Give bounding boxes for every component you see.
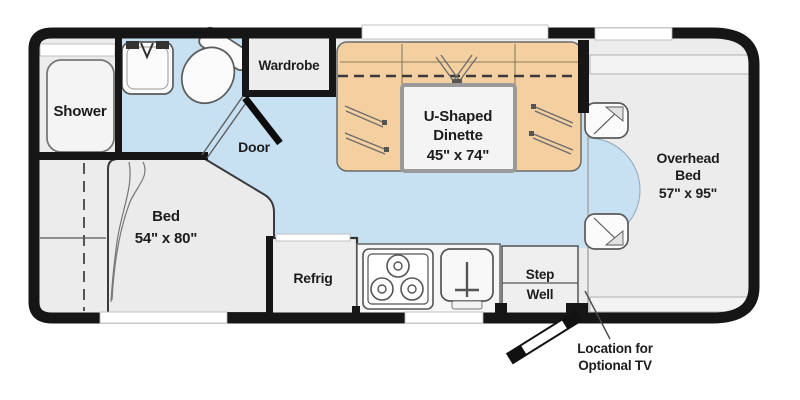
overhead-bed-dimensions: 57" x 95" (659, 185, 717, 201)
cab-seat-passenger (584, 102, 629, 139)
step-well-label-line1: Step (526, 267, 554, 282)
bedside-cabinet (40, 163, 106, 311)
outer-wall (28, 27, 760, 324)
wardrobe-label: Wardrobe (259, 58, 321, 73)
step-well (501, 245, 579, 315)
faucet-icon (140, 42, 154, 60)
bathroom-sink (121, 41, 174, 95)
bathroom-door-leaf (242, 95, 283, 146)
dinette-label-line2: Dinette (433, 127, 482, 144)
tv-note-line2: Optional TV (578, 358, 652, 373)
cab-window-top (594, 27, 673, 41)
u-shaped-dinette (336, 41, 582, 173)
cab-dash-edge (589, 296, 751, 313)
shower-label: Shower (54, 103, 107, 120)
bed-label: Bed (152, 208, 180, 225)
entry-door (505, 309, 583, 365)
overhead-bunk-edge (589, 54, 751, 75)
dinette-label-line1: U-Shaped (424, 108, 492, 125)
dinette-slideout-window (361, 24, 549, 40)
bath-shelf (39, 43, 116, 57)
bed-dimensions: 54" x 80" (135, 230, 198, 247)
bedroom-window (99, 311, 228, 324)
kitchen-sink (440, 248, 494, 310)
cab-seat-driver (584, 213, 629, 250)
dinette-dimensions: 45" x 74" (427, 147, 490, 164)
stove (362, 248, 434, 310)
kitchen-counter (356, 243, 501, 315)
overhead-bed-label-line1: Overhead (657, 150, 720, 166)
tv-note-line1: Location for (577, 341, 654, 356)
refrigerator (268, 233, 359, 319)
bathroom-door (201, 95, 283, 159)
kitchen-window (404, 311, 484, 324)
dinette-table (400, 83, 517, 173)
blanket-fold (110, 161, 131, 303)
blanket-fold (111, 161, 146, 301)
tv-leader-line (584, 290, 611, 340)
seat-belts (344, 54, 574, 155)
door-label: Door (238, 139, 271, 155)
refrigerator-label: Refrig (293, 270, 332, 286)
step-well-label-line2: Well (527, 287, 554, 302)
overhead-bed-label-line2: Bed (675, 167, 701, 183)
